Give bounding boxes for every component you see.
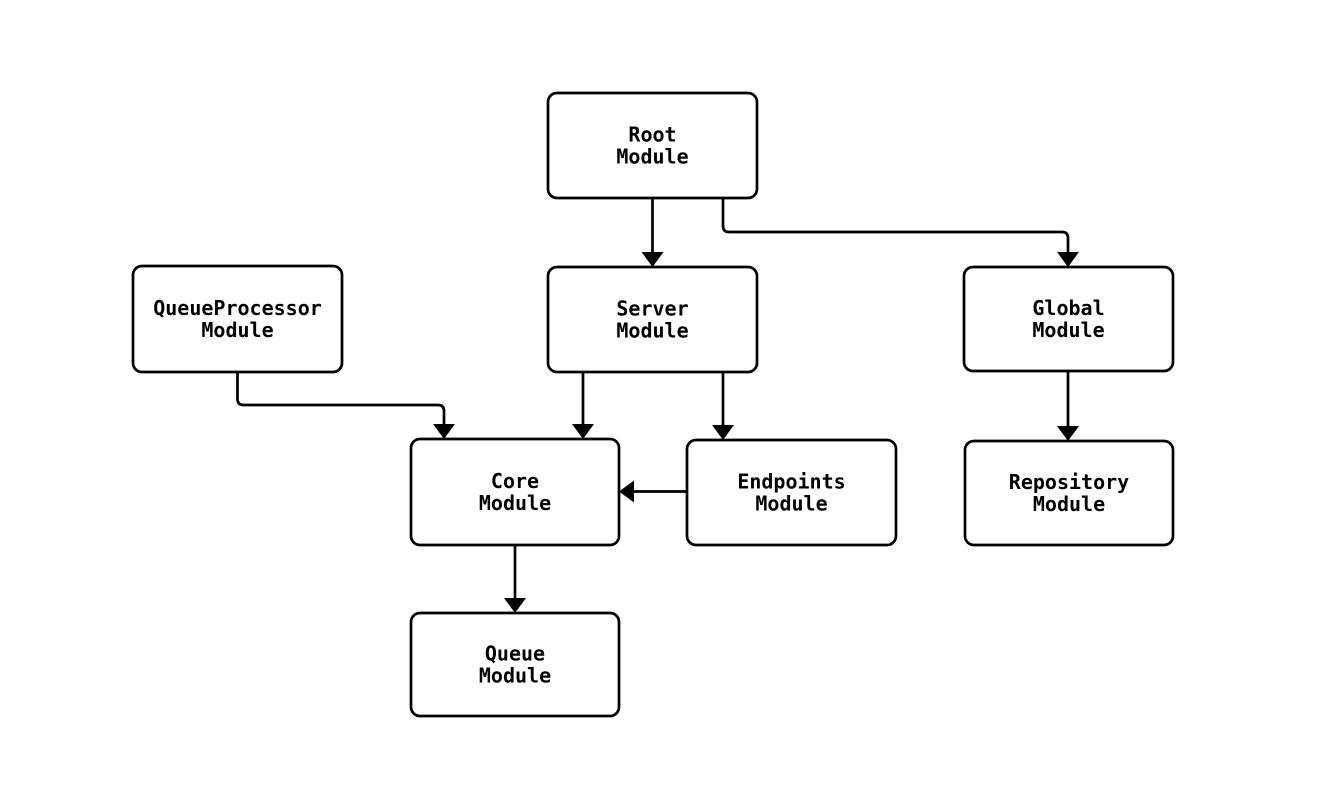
arrowhead — [712, 425, 734, 440]
edge-line — [236, 372, 446, 425]
arrowhead — [641, 252, 664, 267]
edge-server-to-core — [572, 372, 594, 439]
edge-server-to-endpoints — [712, 372, 734, 440]
edge-queueprocessor-to-core — [236, 372, 455, 439]
node-box — [963, 439, 1175, 547]
node-box — [409, 611, 621, 718]
arrowhead — [572, 424, 594, 439]
node-box — [131, 264, 344, 374]
arrowhead — [619, 480, 634, 503]
edge-root-to-server — [641, 198, 664, 267]
node-box — [409, 437, 621, 547]
edge-global-to-repository — [1057, 371, 1079, 441]
arrowhead — [1057, 426, 1079, 441]
node-box — [546, 265, 759, 374]
arrowhead — [1057, 252, 1079, 267]
node-box — [962, 265, 1175, 373]
edge-line — [721, 198, 1070, 253]
edge-core-to-queue — [504, 545, 526, 613]
node-box — [685, 438, 898, 547]
edge-root-to-global — [721, 198, 1079, 267]
arrowhead — [504, 598, 526, 613]
node-box — [546, 91, 759, 200]
edge-endpoints-to-core — [619, 480, 687, 503]
arrowhead — [433, 424, 455, 439]
